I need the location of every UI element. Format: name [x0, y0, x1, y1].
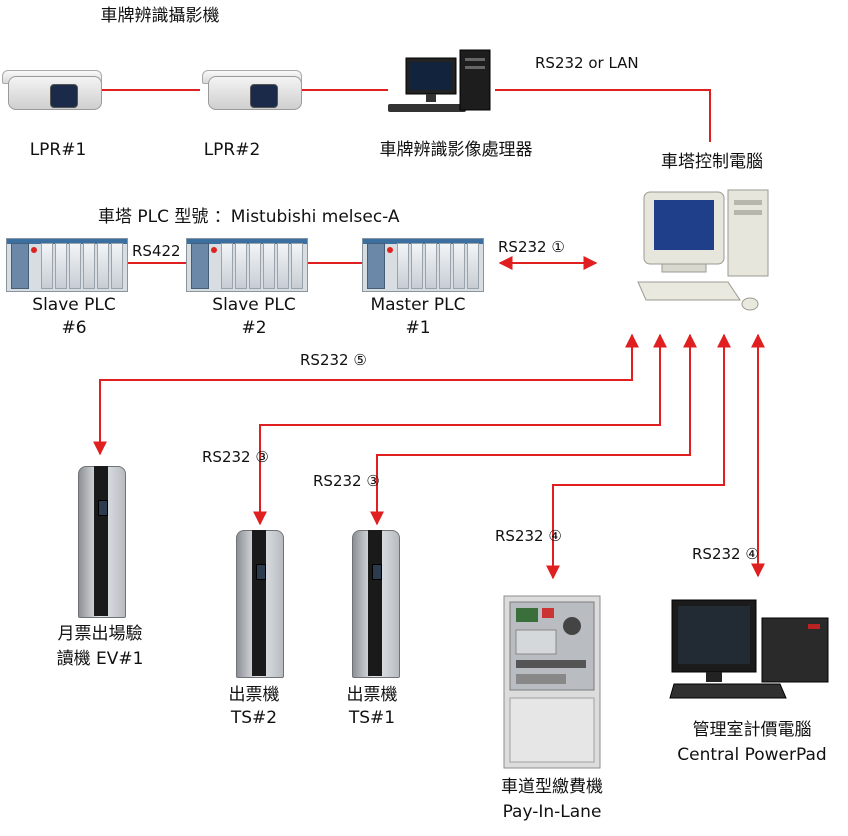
ts1-ticket-machine [352, 530, 402, 678]
lpr2-camera [202, 70, 302, 114]
ts2-id: TS#2 [230, 708, 278, 728]
ts1-name: 出票機 [346, 685, 398, 705]
mgr-id: Central PowerPad [677, 745, 827, 765]
lpr2-label: LPR#2 [203, 140, 261, 160]
slave-plc-6 [6, 238, 128, 292]
slave6-number: #6 [61, 318, 87, 338]
processor-computer [388, 49, 491, 112]
ts2-name: 出票機 [228, 685, 280, 705]
pil-name: 車道型繳費機 [501, 777, 603, 797]
cameras-title: 車牌辨識攝影機 [100, 6, 220, 26]
lpr1-camera [2, 70, 102, 114]
ts1-id: TS#1 [348, 708, 396, 728]
pil-id: Pay-In-Lane [502, 802, 602, 822]
link-label-rs232-4-pil: RS232 ④ [495, 527, 562, 545]
link-label-rs232-1: RS232 ① [498, 238, 565, 256]
slave2-name: Slave PLC [212, 295, 296, 315]
link-label-rs232-lan: RS232 or LAN [535, 54, 639, 72]
slave6-name: Slave PLC [32, 295, 116, 315]
link-label-rs232-5: RS232 ⑤ [300, 351, 367, 369]
slave-plc-2 [186, 238, 308, 292]
ev-name: 月票出場驗 [57, 624, 143, 644]
mgr-name: 管理室計價電腦 [692, 720, 812, 740]
link-towerpc-ts1 [370, 333, 697, 526]
master-number: #1 [405, 318, 431, 338]
lpr1-label: LPR#1 [29, 140, 87, 160]
master-plc-1 [362, 238, 484, 292]
link-label-rs232-4-mgr: RS232 ④ [692, 545, 759, 563]
pay-in-lane-machine [503, 595, 601, 769]
ev-id: 讀機 EV#1 [56, 649, 144, 669]
master-name: Master PLC [370, 295, 466, 315]
ts2-ticket-machine [236, 530, 286, 678]
management-computer [669, 599, 829, 699]
link-label-rs232-3-ts2: RS232 ③ [202, 448, 269, 466]
link-label-rs232-3-ts1: RS232 ③ [313, 472, 380, 490]
link-processor-towerpc [495, 89, 711, 142]
processor-label: 車牌辨識影像處理器 [379, 140, 533, 160]
tower-control-computer [637, 189, 769, 311]
link-towerpc-pil [546, 333, 731, 580]
link-label-rs422: RS422 [132, 242, 181, 260]
tower-pc-label: 車塔控制電腦 [661, 152, 763, 172]
slave2-number: #2 [241, 318, 267, 338]
plc-model-label: 車塔 PLC 型號 ：Mistubishi melsec-A [98, 207, 400, 227]
ev-reader-kiosk [78, 466, 128, 618]
